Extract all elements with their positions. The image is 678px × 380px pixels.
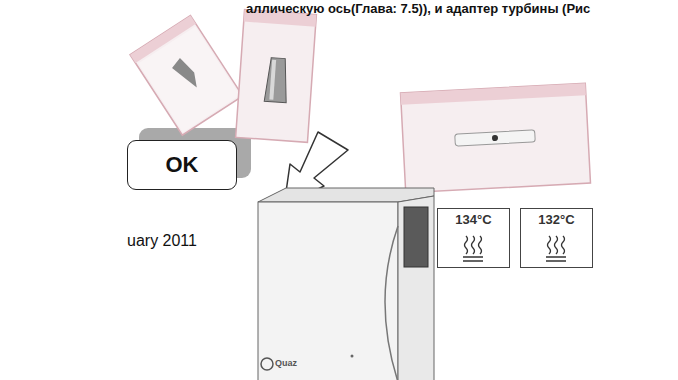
steam-symbol xyxy=(546,236,566,261)
steam-wave xyxy=(555,236,558,254)
node-text: OK xyxy=(166,152,199,178)
steam-wave xyxy=(548,236,551,254)
pouch-body xyxy=(401,83,591,193)
node-text: 134°C xyxy=(438,212,509,227)
pouch-seal xyxy=(401,83,586,105)
temperature-box: 132°C xyxy=(520,208,593,268)
pouch-body xyxy=(130,15,243,135)
page-date: uary 2011 xyxy=(127,232,197,250)
body-text: аллическую ось(Глава: 7.5)), и адаптер т… xyxy=(246,1,590,16)
node-text: 132°C xyxy=(521,212,592,227)
steam-wave xyxy=(465,236,468,254)
steam-wave xyxy=(472,236,475,254)
steam-wave xyxy=(479,236,482,254)
metal-highlight xyxy=(269,60,276,100)
steam-symbol xyxy=(463,236,483,261)
door-edge xyxy=(385,226,398,380)
steam-wave xyxy=(562,236,565,254)
logo-mark xyxy=(261,358,273,370)
steam-base xyxy=(546,257,566,261)
brand-logo: Quaz xyxy=(275,358,297,368)
sterilization-pouch xyxy=(236,10,317,143)
sterilization-pouch xyxy=(401,83,591,193)
autoclave xyxy=(258,188,434,380)
pouch-body xyxy=(236,10,317,143)
ok-button: OK xyxy=(127,140,237,190)
autoclave-panel xyxy=(398,196,434,380)
metal-bushing xyxy=(264,57,289,102)
autoclave-front xyxy=(258,202,398,380)
indicator-dot xyxy=(351,355,354,358)
pouch-film xyxy=(138,27,240,133)
sterilization-pouch xyxy=(130,15,243,135)
display-screen xyxy=(404,207,428,267)
turbine-adapter xyxy=(455,130,536,146)
adapter-center xyxy=(492,135,498,141)
temperature-box: 134°C xyxy=(437,208,510,268)
steam-base xyxy=(463,257,483,261)
